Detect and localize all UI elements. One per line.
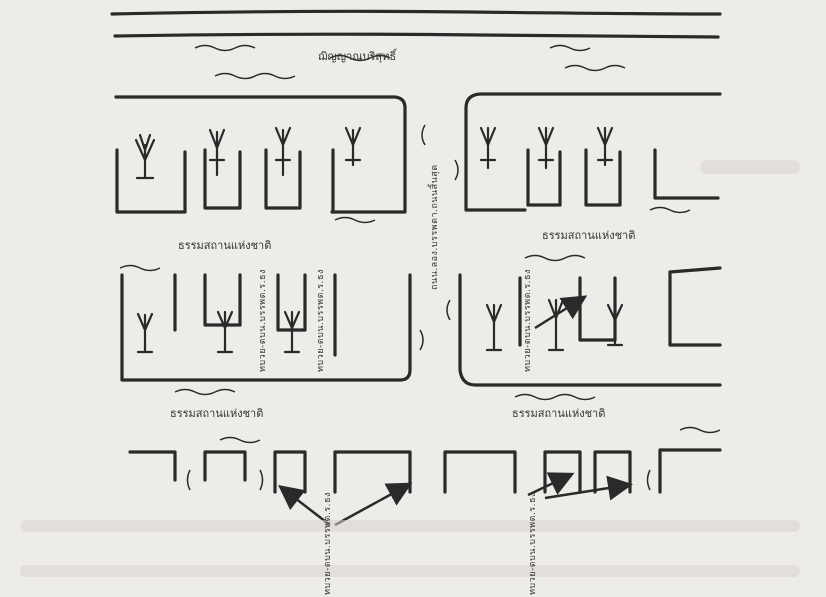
plant-icon bbox=[346, 128, 360, 165]
wave-line bbox=[335, 218, 375, 223]
vertical-street-label: ทบวย-ตบน.บรรพต.ร.ธง bbox=[255, 269, 269, 372]
wave-line bbox=[220, 438, 260, 443]
building-tr-2 bbox=[586, 150, 620, 205]
plant-icon bbox=[481, 128, 495, 168]
vertical-street-label: ทบวย-ตบน.บรรพต.ร.ธง bbox=[320, 492, 334, 595]
building-tl-2 bbox=[205, 150, 240, 208]
plant-icon bbox=[598, 128, 612, 165]
plant-icon bbox=[138, 314, 152, 352]
building-tr-3 bbox=[655, 150, 718, 198]
arrow bbox=[535, 298, 583, 328]
top-street-line-lower bbox=[115, 34, 718, 37]
block-label: ธรรมสถานแห่งชาติ bbox=[512, 404, 605, 422]
vertical-street-label: ทบวย-ตบน.บรรพต.ร.ธง bbox=[313, 269, 327, 372]
faded-text bbox=[20, 565, 800, 577]
block-label: ธรรมสถานแห่งชาติ bbox=[542, 226, 635, 244]
arrow bbox=[545, 485, 628, 498]
block-top-left bbox=[116, 97, 405, 212]
wave-line bbox=[650, 208, 690, 213]
faded-text bbox=[20, 520, 800, 532]
wave-line bbox=[195, 46, 255, 51]
wave-line bbox=[175, 390, 235, 395]
squiggle bbox=[648, 470, 651, 490]
block-mid-right bbox=[460, 275, 720, 385]
plant-icon bbox=[539, 128, 553, 168]
building-tl-1 bbox=[117, 150, 185, 212]
plant-icon bbox=[285, 312, 299, 352]
bottom-row bbox=[130, 450, 720, 492]
plant-icon bbox=[136, 135, 154, 178]
squiggle bbox=[422, 125, 425, 145]
plant-icon bbox=[276, 128, 290, 175]
faded-text bbox=[700, 160, 800, 174]
block-label: ธรรมสถานแห่งชาติ bbox=[170, 404, 263, 422]
arrow bbox=[335, 485, 408, 525]
squiggle bbox=[188, 470, 191, 490]
wave-line bbox=[565, 66, 625, 71]
wave-line bbox=[680, 428, 720, 433]
squiggle bbox=[447, 300, 450, 320]
plant-icon bbox=[218, 312, 232, 352]
wave-line bbox=[515, 395, 595, 400]
wave-line bbox=[215, 74, 295, 79]
vertical-street-label: ถนน.ลอง.บรรพตา.ถนนสิ้นสุด bbox=[427, 164, 441, 290]
squiggle bbox=[420, 330, 423, 350]
plant-icon bbox=[549, 300, 563, 350]
vertical-street-label: ทบวย-ตบน.บรรพต.ร.ธง bbox=[520, 269, 534, 372]
block-label: ธรรมสถานแห่งชาติ bbox=[178, 236, 271, 254]
vertical-street-label: ทบวย-ตบน.บรรพต.ร.ธง bbox=[525, 492, 539, 595]
plant-icon bbox=[487, 305, 501, 350]
plant-icon bbox=[210, 130, 224, 175]
squiggle bbox=[260, 470, 263, 490]
squiggle bbox=[455, 160, 458, 180]
block-top-right bbox=[466, 94, 720, 210]
wave-line bbox=[525, 256, 585, 261]
top-street-label: ฌิญญาณบริสุทธิ์ bbox=[318, 47, 396, 65]
wave-line bbox=[550, 46, 590, 51]
building-tr-1 bbox=[528, 150, 560, 205]
building-mr-1 bbox=[520, 268, 720, 345]
wave-line bbox=[120, 266, 160, 271]
top-street-line-upper bbox=[112, 11, 720, 14]
